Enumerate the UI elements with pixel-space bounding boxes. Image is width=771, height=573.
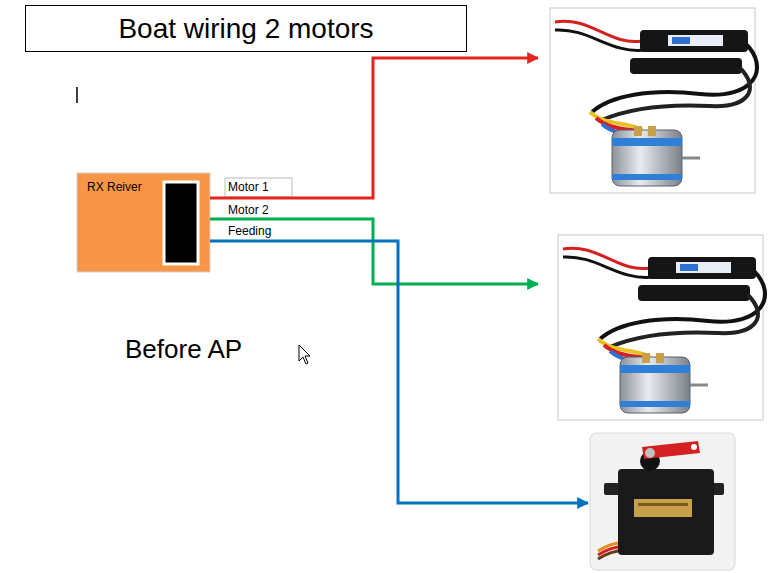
esc-motor-photo [550,8,757,193]
wire-label: Motor 1 [227,180,270,194]
text-cursor [76,87,78,103]
title: Boat wiring 2 motors [26,6,466,51]
wire-label: Feeding [227,224,272,238]
wire-label: Motor 2 [227,203,270,217]
servo-wire [210,241,588,503]
mouse-pointer [299,345,310,364]
servo-photo [590,433,735,570]
title-box: Boat wiring 2 motors [25,5,467,52]
note: Before AP [124,334,243,365]
motor-wire [210,58,538,198]
receiver-box [77,173,210,272]
receiver-box: RX Reiver [77,173,210,272]
esc-motor-photo [558,235,765,420]
node-label: RX Reiver [87,180,142,194]
motor-wire [210,219,538,284]
receiver-connector [164,182,198,264]
label-frame [225,178,292,197]
